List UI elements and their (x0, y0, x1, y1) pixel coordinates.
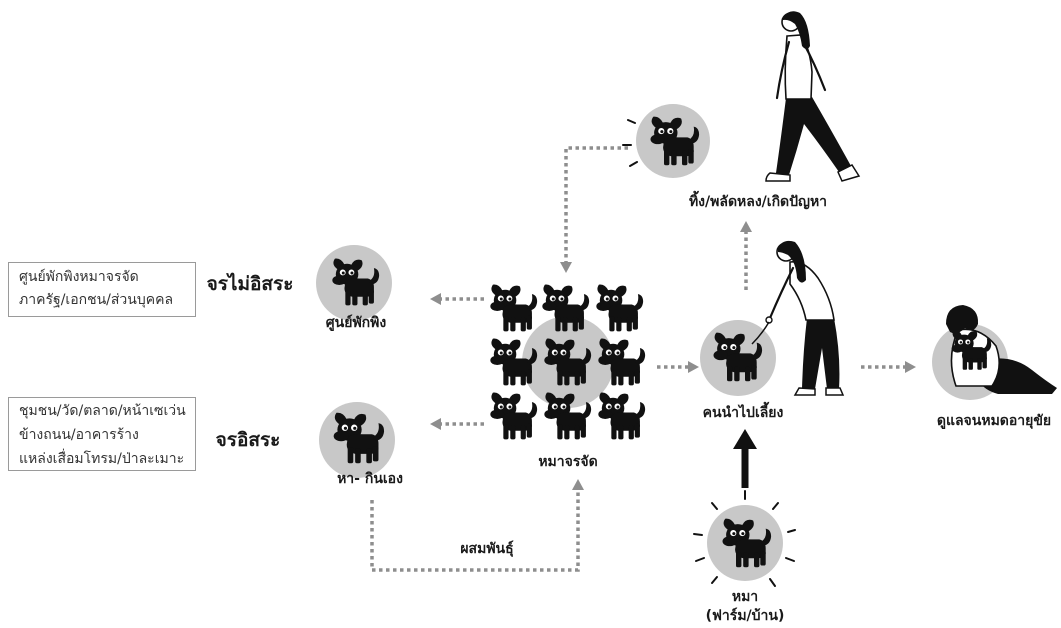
motion-dashes-abandoned (622, 119, 638, 167)
woman-pants (776, 97, 851, 175)
dog-icon (596, 284, 644, 332)
woman-hair (783, 11, 810, 49)
woman-shoe (765, 172, 791, 182)
arrow-stray-to-shelter (430, 293, 484, 305)
motion-dash (695, 557, 705, 562)
arrow-stray-to-adopted (657, 361, 699, 373)
woman-arm (768, 266, 795, 320)
category-label-confined: จรไม่อิสระ (206, 273, 294, 295)
node-label-abandoned: ทิ้ง/พลัดหลง/เกิดปัญหา (688, 194, 828, 210)
motion-dash (772, 502, 779, 510)
node-label-source-dog: หมา (731, 589, 759, 605)
motion-dashes-source-dog (693, 490, 796, 587)
motion-dash (711, 576, 718, 584)
solid-arrow-shaft (741, 447, 749, 488)
dog-icon (598, 392, 646, 440)
info-box-shelter: ศูนย์พักพิงหมาจรจัด ภาครัฐ/เอกชน/ส่วนบุค… (8, 262, 196, 317)
motion-dash (627, 119, 636, 124)
node-label-lifetime-care: ดูแลจนหมดอายุขัย (936, 413, 1052, 429)
walking-woman-illustration (765, 11, 861, 182)
solid-arrow-source-to-adopted (733, 429, 757, 488)
motion-dash (787, 529, 796, 533)
woman-shoe (793, 387, 816, 396)
arrow-stray-to-self-feeding (430, 418, 484, 430)
dotted-line (564, 146, 628, 262)
arrowhead (430, 293, 441, 305)
arrowhead (740, 221, 752, 232)
node-label-self-feeding: หา- กินเอง (337, 471, 403, 487)
dotted-line (370, 490, 580, 572)
arrowhead (560, 262, 572, 273)
info-box-line: ข้างถนน/อาคารร้าง (19, 427, 139, 443)
woman-hugging-dog-illustration (946, 305, 1057, 394)
arrowhead (688, 361, 699, 373)
motion-dash (693, 533, 703, 536)
woman-walking-dog-illustration (751, 240, 845, 396)
node-label-adopted: คนนำไปเลี้ยง (702, 405, 784, 421)
arrowhead (430, 418, 441, 430)
arrowhead (905, 361, 916, 373)
arrow-adopted-to-lifetime-care (861, 361, 916, 373)
woman-pants (802, 318, 840, 389)
node-label-stray-dogs: หมาจรจัด (538, 454, 598, 470)
dog-leash (751, 321, 770, 345)
woman-shoe (837, 164, 861, 182)
woman-hair (778, 240, 806, 283)
stray-dog-group (490, 284, 646, 440)
info-box-free-roaming: ชุมชน/วัด/ตลาด/หน้าเซเว่น ข้างถนน/อาคารร… (8, 397, 196, 471)
info-box-line: ภาครัฐ/เอกชน/ส่วนบุคคล (19, 292, 174, 308)
motion-dash (785, 557, 795, 562)
woman-front-arm (775, 40, 791, 100)
dog-icon (490, 284, 538, 332)
info-box-line: แหล่งเสื่อมโทรม/ป่าละเมาะ (19, 451, 185, 467)
motion-dash (629, 161, 638, 167)
edge-label-breeding: ผสมพันธุ์ (460, 541, 514, 557)
arrow-abandoned-to-stray (560, 146, 628, 273)
arrowhead (572, 479, 584, 490)
motion-dash (769, 578, 776, 587)
info-box-line: ชุมชน/วัด/ตลาด/หน้าเซเว่น (19, 403, 186, 419)
dog-icon (490, 392, 538, 440)
woman-shoe (825, 387, 845, 396)
arrow-adopted-to-abandoned (740, 221, 752, 290)
node-label-source-dog-origin: (ฟาร์ม/บ้าน) (705, 608, 785, 624)
arrow-breeding-loop (370, 479, 584, 572)
motion-dash (711, 502, 718, 510)
node-label-shelter: ศูนย์พักพิง (325, 315, 387, 331)
woman-hair (946, 305, 979, 334)
category-label-free: จรอิสระ (215, 429, 281, 451)
solid-arrowhead (733, 429, 757, 449)
info-box-line: ศูนย์พักพิงหมาจรจัด (19, 269, 139, 285)
